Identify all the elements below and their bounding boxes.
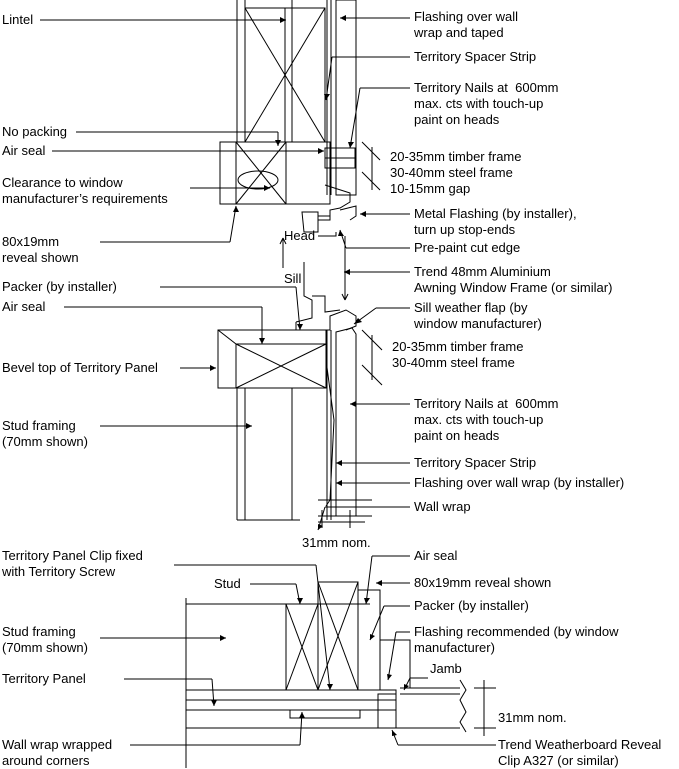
label-spacer-strip-top: Territory Spacer Strip xyxy=(414,49,537,64)
label-lintel: Lintel xyxy=(2,12,34,27)
label-packer-top: Packer (by installer) xyxy=(2,279,117,294)
dimension-marks-top xyxy=(318,141,383,528)
label-head: Head xyxy=(284,228,316,243)
label-stud-framing-top: Stud framing (70mm shown) xyxy=(2,418,88,449)
head-cladding-top xyxy=(326,0,357,196)
leader-arrowheads xyxy=(210,15,409,736)
label-air-seal-bot: Air seal xyxy=(414,548,458,563)
label-frame-dims-top: 20-35mm timber frame 30-40mm steel frame… xyxy=(390,149,522,196)
jamb-plan xyxy=(185,581,496,768)
label-air-seal-mid: Air seal xyxy=(2,299,46,314)
label-nom-31-bot: 31mm nom. xyxy=(498,710,567,725)
label-nom-31-top: 31mm nom. xyxy=(302,535,371,550)
label-packer-bot: Packer (by installer) xyxy=(414,598,529,613)
sill-framing xyxy=(217,329,327,521)
label-trend-reveal-clip: Trend Weatherboard Reveal Clip A327 (or … xyxy=(498,737,662,768)
head-window-frame xyxy=(301,184,357,237)
leader-lines xyxy=(40,17,496,746)
label-wall-wrap: Wall wrap xyxy=(414,499,471,514)
label-reveal-top: 80x19mm reveal shown xyxy=(2,234,79,265)
label-panel-clip: Territory Panel Clip fixed with Territor… xyxy=(2,548,143,579)
label-wall-wrap-corners: Wall wrap wrapped around corners xyxy=(2,737,113,768)
label-sill-flap: Sill weather flap (by window manufacture… xyxy=(414,300,542,331)
sill-cladding xyxy=(318,327,372,520)
label-stud-framing-bot: Stud framing (70mm shown) xyxy=(2,624,88,655)
label-stud: Stud xyxy=(214,576,241,591)
opening-arrows xyxy=(279,236,349,301)
label-flashing-over-wall-top: Flashing over wall wrap and taped xyxy=(414,9,519,40)
label-spacer-strip-mid: Territory Spacer Strip xyxy=(414,455,537,470)
label-nails-mid: Territory Nails at 600mm max. cts with t… xyxy=(414,396,559,443)
label-reveal-bot: 80x19mm reveal shown xyxy=(414,575,552,590)
label-nails-top: Territory Nails at 600mm max. cts with t… xyxy=(414,80,559,127)
label-flashing-recommended: Flashing recommended (by window manufact… xyxy=(414,624,619,655)
label-jamb: Jamb xyxy=(430,661,462,676)
label-no-packing: No packing xyxy=(2,124,68,139)
label-territory-panel: Territory Panel xyxy=(2,671,86,686)
label-air-seal-top: Air seal xyxy=(2,143,46,158)
label-flashing-over-wall-mid: Flashing over wall wrap (by installer) xyxy=(414,475,625,490)
label-trend-awning: Trend 48mm Aluminium Awning Window Frame… xyxy=(414,264,613,295)
head-reveal-frame xyxy=(219,141,356,205)
label-sill: Sill xyxy=(284,271,302,286)
label-pre-paint: Pre-paint cut edge xyxy=(414,240,521,255)
label-frame-dims-mid: 20-35mm timber frame 30-40mm steel frame xyxy=(392,339,524,370)
label-clearance: Clearance to window manufacturer’s requi… xyxy=(2,175,168,206)
label-metal-flashing: Metal Flashing (by installer), turn up s… xyxy=(414,206,577,237)
label-bevel: Bevel top of Territory Panel xyxy=(2,360,158,375)
